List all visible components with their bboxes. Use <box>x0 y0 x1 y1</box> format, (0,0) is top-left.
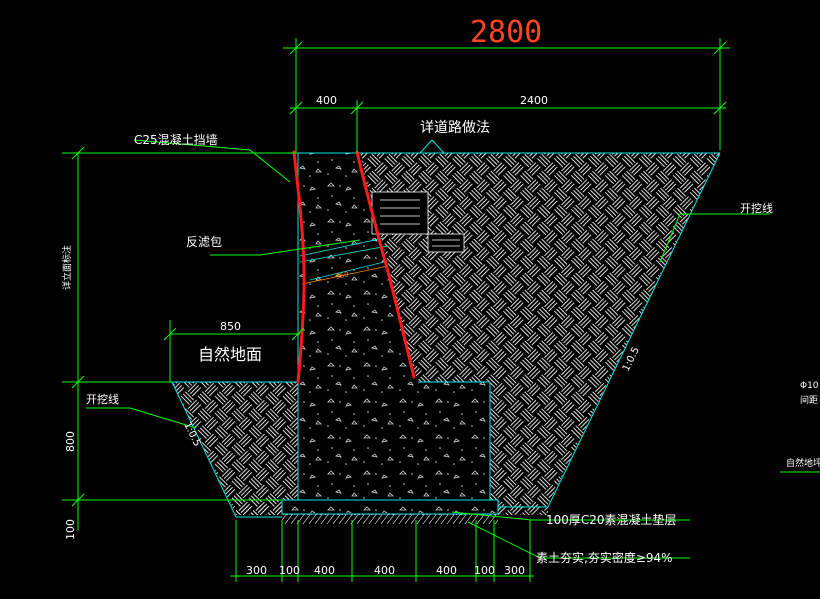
left-soil-hatch <box>172 382 298 515</box>
right-edge-text-2: 间距 <box>800 394 818 406</box>
dimension-lines <box>62 38 820 582</box>
overall-width-label: 2800 <box>470 15 542 50</box>
structure-outline <box>171 139 721 518</box>
filter-bag-label: 反滤包 <box>186 235 222 249</box>
right-edge-text-3: 自然地坪 <box>786 457 820 469</box>
road-detail-label: 详道路做法 <box>420 120 490 136</box>
excavation-left-label: 开挖线 <box>86 392 119 406</box>
bottom-dim-6: 100 <box>474 564 495 577</box>
height-100-label: 100 <box>64 519 77 540</box>
concrete-wall-fill <box>298 153 490 500</box>
c20-cushion-label: 100厚C20素混凝土垫层 <box>546 512 677 527</box>
width-850-label: 850 <box>220 320 241 333</box>
vertical-left-label: 详立面标注 <box>61 245 73 290</box>
compacted-soil <box>282 514 498 524</box>
drain-orange-dim <box>301 265 389 285</box>
height-800-label: 800 <box>64 431 77 452</box>
c25-wall-label: C25混凝土挡墙 <box>134 132 218 147</box>
bottom-dim-4: 400 <box>374 564 395 577</box>
c20-cushion-hatch <box>283 501 497 513</box>
bottom-dim-2: 100 <box>279 564 300 577</box>
width-2400-label: 2400 <box>520 94 548 107</box>
drain-detail <box>371 191 465 253</box>
bottom-dim-5: 400 <box>436 564 457 577</box>
drain-dim-label: 360 <box>335 270 350 281</box>
drain-pipe <box>299 237 389 281</box>
red-markup-lines <box>292 150 416 384</box>
natural-ground-label: 自然地面 <box>198 345 262 364</box>
compaction-label: 素土夯实,夯实密度≥94% <box>536 550 673 565</box>
excavation-right-label: 开挖线 <box>740 201 773 215</box>
bottom-dim-3: 400 <box>314 564 335 577</box>
width-400-label: 400 <box>316 94 337 107</box>
bottom-dim-1: 300 <box>246 564 267 577</box>
right-edge-text-1: Φ10 <box>800 381 819 391</box>
bottom-dim-7: 300 <box>504 564 525 577</box>
